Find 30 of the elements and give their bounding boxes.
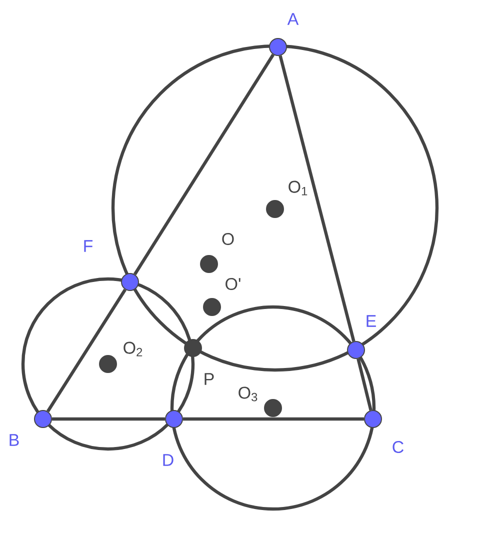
point — [34, 410, 52, 428]
point — [266, 200, 284, 218]
point — [264, 399, 282, 417]
point-label: A — [287, 13, 299, 25]
line-segment — [52, 417, 165, 421]
point — [200, 255, 218, 273]
point-label: B — [10, 434, 19, 446]
point-label: E — [366, 315, 376, 327]
point — [364, 410, 382, 428]
point-label: P — [204, 373, 214, 385]
line-segment — [183, 417, 364, 421]
line-segment — [356, 358, 372, 411]
point-label: O — [222, 232, 234, 246]
point — [165, 410, 183, 428]
point — [121, 273, 139, 291]
point-label: F — [84, 240, 93, 252]
point — [184, 339, 202, 357]
point-label: C — [392, 440, 404, 454]
point — [203, 298, 221, 316]
point-label: O$_{2}$ — [124, 342, 142, 356]
line-segment — [46, 288, 127, 412]
point-label: O' — [226, 278, 240, 290]
line-segment — [133, 54, 275, 276]
point — [99, 355, 117, 373]
point — [347, 341, 365, 359]
point-label: O$_{1}$ — [288, 180, 308, 196]
point-label: D — [163, 454, 174, 466]
point — [269, 38, 287, 56]
point-label: O$_{3}$ — [238, 386, 258, 402]
line-segment — [278, 55, 356, 342]
